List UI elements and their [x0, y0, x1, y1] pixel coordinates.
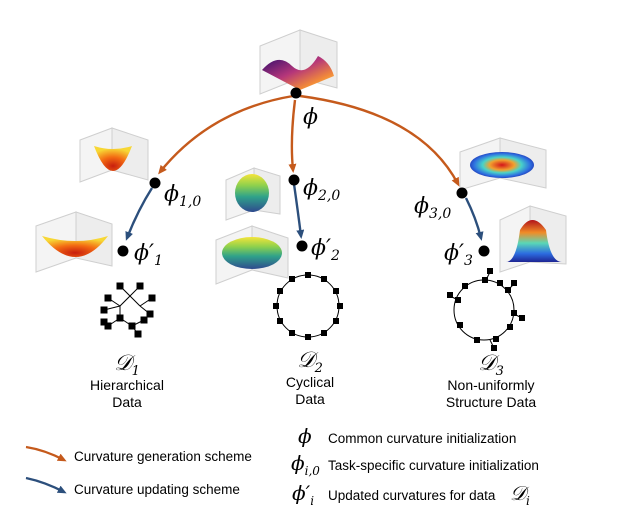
arrow-task2-to-upd2: [292, 183, 305, 239]
legend-common-symbol: ϕ: [298, 424, 312, 448]
label-task3: ϕ3,0: [414, 194, 451, 222]
legend-updated-data-symbol: 𝒟i: [510, 481, 530, 508]
dataset-3-symbol: 𝒟3: [478, 351, 504, 379]
dataset-3-name-line2: Structure Data: [446, 394, 536, 410]
cyclical-graph: [273, 272, 343, 340]
node-task1: [149, 177, 161, 189]
legend-task-symbol: ϕi,0: [291, 451, 320, 478]
surface-plot-bowl-1: [79, 127, 149, 183]
node-upd2: [296, 240, 308, 252]
dataset-2-name-line2: Data: [295, 391, 325, 407]
arrow-root-to-task1: [158, 94, 294, 175]
dataset-2-name-line1: Cyclical: [286, 374, 334, 390]
dataset-1-name-line1: Hierarchical: [90, 377, 164, 393]
nonuniform-graph: [447, 268, 525, 351]
node-upd1: [117, 245, 129, 257]
arrow-task1-to-upd1: [125, 187, 154, 241]
legend-updating-arrow-icon: [25, 476, 67, 494]
legend: Curvature generation scheme Curvature up…: [25, 424, 539, 508]
arrow-root-to-task2: [288, 99, 297, 173]
node-upd3: [478, 245, 490, 257]
arrow-task3-to-upd3: [464, 197, 484, 241]
surface-plot-spheroid: [215, 225, 289, 285]
legend-updated-label: Updated curvatures for data: [328, 488, 496, 503]
legend-common-label: Common curvature initialization: [328, 431, 516, 446]
surface-plot-sphere: [225, 167, 281, 221]
legend-generation-arrow-icon: [25, 445, 67, 462]
legend-updated-symbol: ϕ′i: [292, 481, 314, 508]
node-root: [290, 87, 302, 99]
surface-plot-bowl-2: [35, 211, 113, 273]
dataset-1-symbol: 𝒟1: [114, 351, 140, 379]
node-task3: [456, 187, 468, 199]
surface-plot-disk: [459, 137, 547, 191]
label-task2: ϕ2,0: [303, 176, 340, 204]
surface-plot-root: [259, 29, 338, 95]
updating-arrows: [125, 183, 484, 241]
label-root: ϕ: [303, 105, 318, 130]
generation-arrows: [158, 94, 460, 187]
arrow-root-to-task3: [299, 94, 460, 187]
node-task2: [288, 174, 300, 186]
dataset-3-name-line1: Non-uniformly: [447, 377, 534, 393]
surface-plot-peak: [499, 205, 567, 273]
label-upd1: ϕ′1: [134, 241, 163, 269]
legend-task-label: Task-specific curvature initialization: [328, 458, 539, 473]
hierarchical-graph: [100, 282, 156, 338]
label-task1: ϕ1,0: [164, 182, 201, 210]
legend-updating-label: Curvature updating scheme: [74, 482, 240, 497]
dataset-2-symbol: 𝒟2: [297, 348, 323, 376]
dataset-1-name-line2: Data: [112, 394, 142, 410]
label-upd3: ϕ′3: [444, 241, 473, 269]
label-upd2: ϕ′2: [311, 236, 340, 264]
legend-generation-label: Curvature generation scheme: [74, 449, 252, 464]
